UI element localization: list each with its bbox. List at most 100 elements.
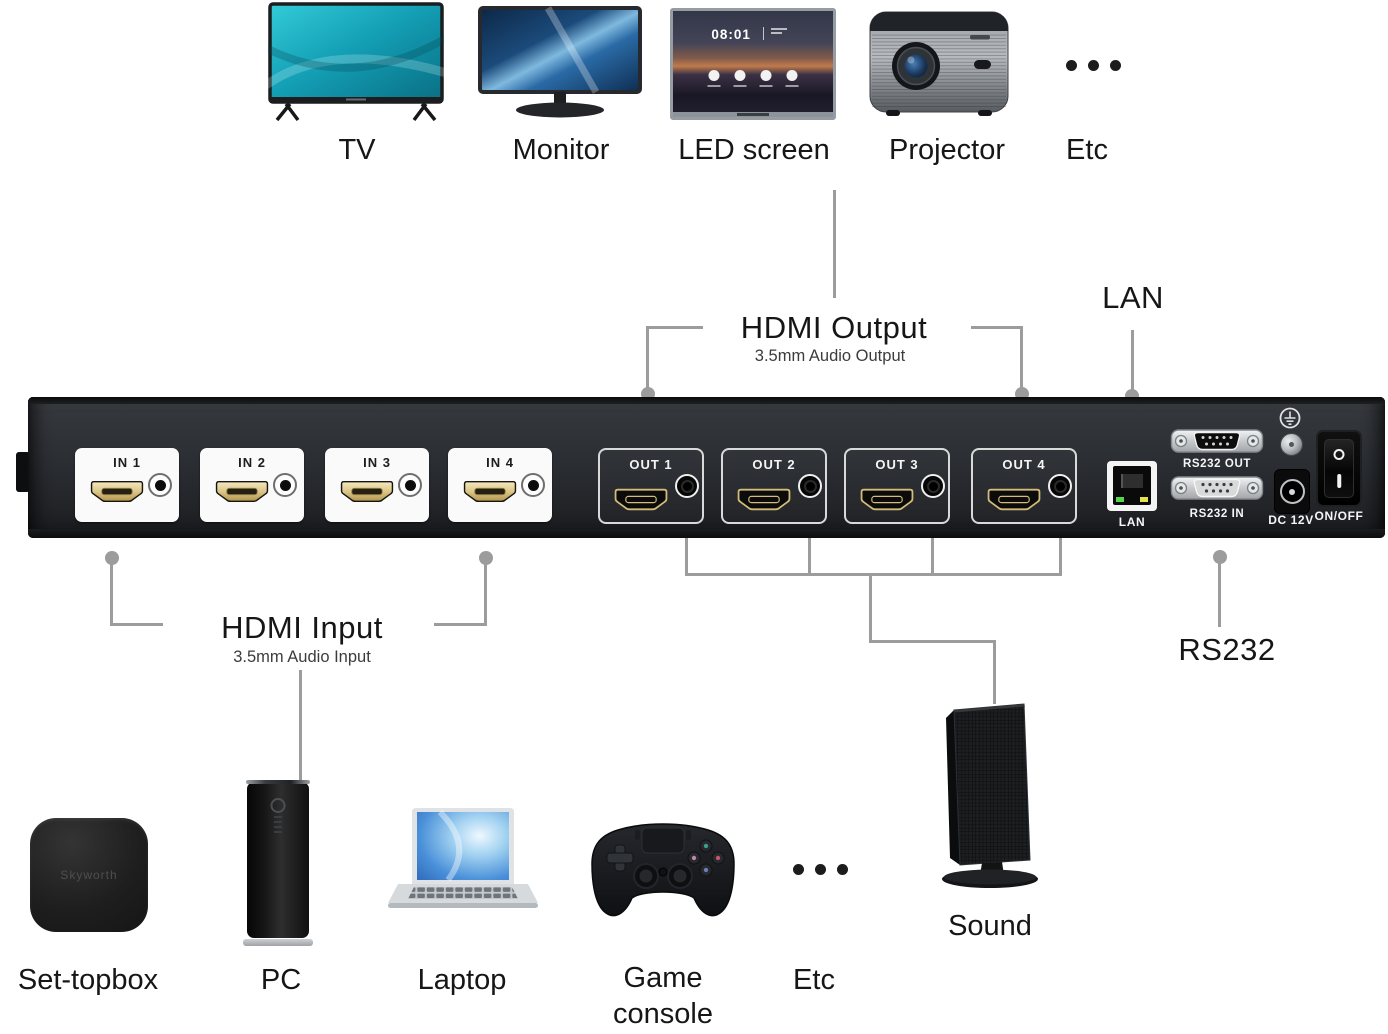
hdmi-output-title: HDMI Output <box>740 310 928 345</box>
dc-power-jack <box>1274 469 1310 514</box>
hdmi-out-4-label: OUT 4 <box>1002 457 1046 472</box>
hdmi-in-3-port: IN 3 <box>325 448 429 522</box>
hdmi-connector-icon <box>463 479 517 504</box>
audio-out-jack-icon <box>675 474 699 498</box>
hdmi-connector-icon <box>860 487 914 512</box>
monitor-image <box>478 6 642 120</box>
hdmi-input-subtitle: 3.5mm Audio Input <box>233 648 371 666</box>
audio-in-jack-icon <box>273 473 297 497</box>
harness-h <box>685 573 1062 576</box>
laptop-icon <box>388 808 538 908</box>
audio-in-jack-icon <box>398 473 422 497</box>
lan-annotation: LAN <box>1102 280 1164 315</box>
hdmi-out-1-label: OUT 1 <box>629 457 673 472</box>
hdmi-in-1-port: IN 1 <box>75 448 179 522</box>
hdmi-out-2-label: OUT 2 <box>752 457 796 472</box>
set-topbox-label: Set-topbox <box>17 964 159 996</box>
projector-icon <box>869 11 1009 116</box>
hdmi-output-subtitle: 3.5mm Audio Output <box>754 347 906 365</box>
lan-led-yellow <box>1140 497 1148 502</box>
hdmi-input-title: HDMI Input <box>221 610 383 645</box>
power-on-symbol <box>1337 474 1341 488</box>
output-bracket-left-v <box>646 326 649 394</box>
hdmi-out-3-port: OUT 3 <box>844 448 950 524</box>
audio-out-jack-icon <box>798 474 822 498</box>
projector-label: Projector <box>888 134 1006 166</box>
monitor-icon <box>478 6 642 118</box>
rocker-key-icon <box>1324 439 1354 498</box>
projector-image <box>864 4 1014 120</box>
sound-speaker-image <box>936 702 1044 888</box>
input-bracket-right-v <box>484 558 487 626</box>
power-switch <box>1316 430 1362 507</box>
led-screen-divider <box>762 26 765 40</box>
hdmi-in-4-port: IN 4 <box>448 448 552 522</box>
led-screen-label: LED screen <box>678 134 830 166</box>
pc-base <box>243 939 313 946</box>
hdmi-connector-icon <box>614 487 668 512</box>
hdmi-out-2-port: OUT 2 <box>721 448 827 524</box>
rs232-out-label: RS232 OUT <box>1182 458 1252 470</box>
line-rs232 <box>1218 557 1221 627</box>
power-off-symbol <box>1333 449 1345 460</box>
led-screen-bottom-bezel <box>673 112 833 117</box>
matrix-rear-panel: IN 1 IN 2 IN 3 IN 4 OUT 1 OUT 2 <box>28 397 1385 538</box>
pc-vents <box>274 816 282 836</box>
harness-jog-h <box>869 640 996 643</box>
lan-port <box>1107 461 1157 511</box>
game-console-label-line2: console <box>613 998 713 1030</box>
dc-label: DC 12V <box>1268 513 1314 527</box>
harness-v4 <box>1059 505 1062 576</box>
ellipsis-icon <box>793 864 848 875</box>
output-bracket-left-h <box>648 326 703 329</box>
hdmi-connector-icon <box>737 487 791 512</box>
audio-out-jack-icon <box>921 474 945 498</box>
line-lan <box>1131 330 1134 396</box>
game-console-label-line1: Game <box>623 962 703 994</box>
laptop-image <box>388 806 538 938</box>
hdmi-connector-icon <box>340 479 394 504</box>
hdmi-in-3-label: IN 3 <box>363 455 391 470</box>
monitor-label: Monitor <box>512 134 610 166</box>
led-screen-clock: 08:01 <box>711 26 751 42</box>
audio-in-jack-icon <box>148 473 172 497</box>
harness-center-v <box>869 573 872 643</box>
speaker-icon <box>942 703 1038 888</box>
audio-out-jack-icon <box>1048 474 1072 498</box>
pc-body <box>247 782 309 938</box>
hdmi-in-2-label: IN 2 <box>238 455 266 470</box>
set-topbox-brand: Skyworth <box>60 868 118 882</box>
rs232-in-port <box>1170 472 1264 504</box>
gamepad-icon <box>591 823 735 917</box>
tv-image <box>268 2 444 124</box>
set-topbox-image: Skyworth <box>30 818 148 932</box>
ground-icon <box>1279 407 1301 429</box>
hdmi-connector-icon <box>987 487 1041 512</box>
rs232-annotation: RS232 <box>1178 632 1276 667</box>
audio-in-jack-icon <box>521 473 545 497</box>
hdmi-in-1-label: IN 1 <box>113 455 141 470</box>
harness-v2 <box>808 505 811 576</box>
laptop-label: Laptop <box>417 964 507 996</box>
harness-to-speaker-v <box>993 640 996 704</box>
etc-top-label: Etc <box>1066 134 1108 166</box>
etc-bottom-label: Etc <box>793 964 835 996</box>
output-bracket-right-v <box>1020 326 1023 394</box>
game-console-image <box>584 814 742 924</box>
sound-label: Sound <box>948 910 1032 942</box>
lan-port-label: LAN <box>1118 515 1146 529</box>
rj45-icon <box>1113 466 1151 505</box>
output-bracket-right-h <box>971 326 1023 329</box>
ellipsis-icon <box>1066 60 1121 71</box>
rs232-in-label: RS232 IN <box>1189 508 1245 520</box>
hdmi-connector-icon <box>215 479 269 504</box>
input-bracket-right-h <box>434 623 487 626</box>
led-screen-mini-text <box>770 27 787 39</box>
pc-image <box>243 780 313 946</box>
pc-top-edge <box>246 780 310 784</box>
tv-icon <box>268 2 444 122</box>
harness-v1 <box>685 505 688 576</box>
hdmi-out-3-label: OUT 3 <box>875 457 919 472</box>
input-bracket-left-h <box>110 623 163 626</box>
